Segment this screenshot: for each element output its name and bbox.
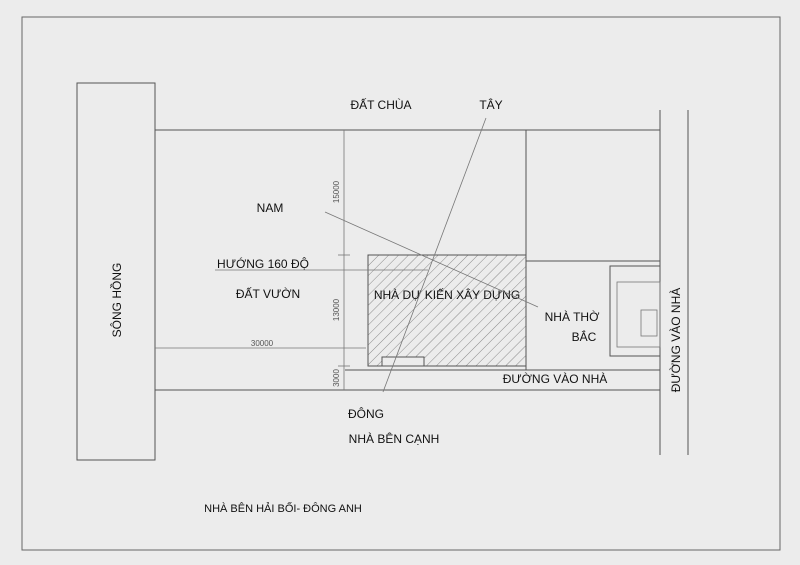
dimension-13000: 13000 [332,298,341,321]
label-huong: HƯỚNG 160 ĐỘ [217,256,309,271]
proposed-house [367,254,527,367]
direction-line-west-east [382,117,487,393]
entrance-marker [381,356,425,367]
label-nha-ben-canh: NHÀ BÊN CẠNH [349,431,440,446]
label-nha-tho: NHÀ THỜ [545,309,600,324]
dimension-30000: 30000 [251,339,274,348]
label-duong-vao-nha-vertical: ĐƯỜNG VÀO NHÀ [668,288,683,393]
proposed-house-label: NHÀ DỰ KIẾN XÂY DỰNG [374,287,520,302]
church-altar [640,309,658,337]
label-dat-chua: ĐẤT CHÙA [350,97,411,112]
label-nam: NAM [257,201,284,215]
footer-title: NHÀ BÊN HẢI BỐI- ĐÔNG ANH [204,501,362,515]
label-tay: TÂY [479,97,502,112]
drawing-frame [21,16,781,551]
church-building [609,265,661,357]
label-duong-vao-nha: ĐƯỜNG VÀO NHÀ [503,371,608,386]
dimension-3000: 3000 [332,369,341,387]
church-inner [616,281,661,348]
label-dat-vuon: ĐẤT VƯỜN [236,286,300,301]
label-bac: BẮC [572,329,597,344]
dimension-15000: 15000 [332,180,341,203]
river-label: SÔNG HỒNG [109,263,124,338]
label-dong: ĐÔNG [348,406,384,421]
river-block [76,82,156,461]
direction-line-south-north [324,211,539,308]
